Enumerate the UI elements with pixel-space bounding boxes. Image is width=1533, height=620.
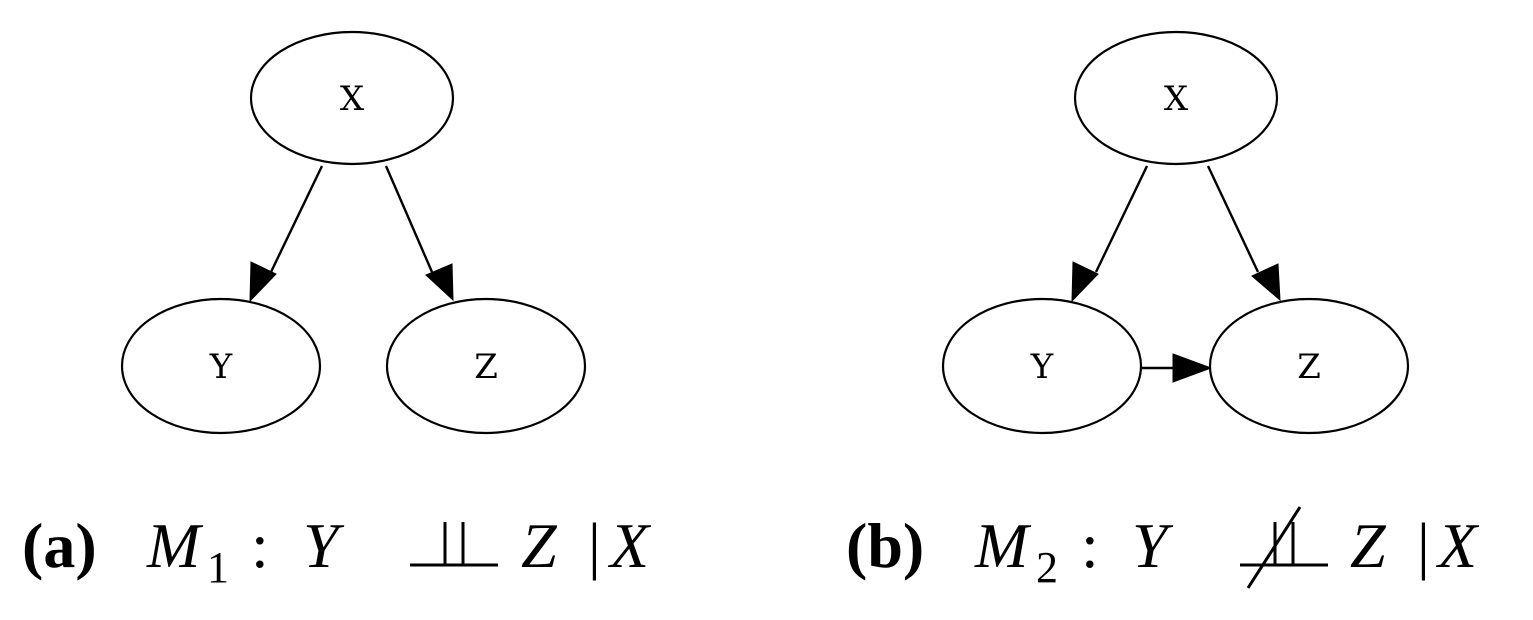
caption-a-tag: (a) xyxy=(22,510,97,581)
caption-a-model-sub: 1 xyxy=(207,543,229,592)
node-a-z-label: Z xyxy=(474,347,498,387)
node-a-y-label: Y xyxy=(209,347,233,387)
arrowhead-a-x-to-y xyxy=(249,261,277,303)
caption-b-model-sub: 2 xyxy=(1036,543,1058,592)
edge-a-x-to-y xyxy=(269,165,324,273)
caption-a-given: X xyxy=(607,510,652,581)
caption-b-var1: Y xyxy=(1132,510,1174,581)
independence-symbol xyxy=(410,522,498,567)
edge-a-x-to-z xyxy=(384,165,434,273)
caption-a-var2: Z xyxy=(521,510,558,581)
node-a-z: Z xyxy=(385,297,587,435)
caption-b-given: X xyxy=(1435,510,1480,581)
edge-b-x-to-z xyxy=(1206,165,1260,273)
node-a-x-label: X xyxy=(340,79,365,119)
caption-b-bar: | xyxy=(1417,510,1430,581)
panel-b: X Y Z (b) M 2 : Y Z | X xyxy=(846,30,1480,592)
caption-a: (a) M 1 : Y Z | X xyxy=(22,510,652,592)
caption-a-bar: | xyxy=(588,510,601,581)
arrowhead-a-x-to-z xyxy=(425,263,454,302)
not-independence-symbol xyxy=(1240,506,1328,589)
node-b-z-label: Z xyxy=(1297,347,1321,387)
node-b-x: X xyxy=(1073,30,1279,166)
caption-b-tag: (b) xyxy=(846,510,924,581)
arrowhead-b-x-to-y xyxy=(1071,261,1099,303)
caption-b-model: M xyxy=(974,510,1032,581)
edge-b-x-to-y xyxy=(1094,165,1149,273)
caption-b-var2: Z xyxy=(1350,510,1387,581)
caption-b: (b) M 2 : Y Z | X xyxy=(846,506,1480,592)
node-a-x: X xyxy=(249,30,455,166)
node-b-z: Z xyxy=(1208,297,1410,435)
node-b-y: Y xyxy=(941,297,1143,435)
arrowhead-b-y-to-z xyxy=(1172,353,1213,383)
node-b-y-label: Y xyxy=(1030,347,1054,387)
panel-a: X Y Z (a) M 1 : Y Z | X xyxy=(22,30,652,592)
caption-a-var1: Y xyxy=(303,510,345,581)
caption-a-model: M xyxy=(146,510,204,581)
node-a-y: Y xyxy=(120,297,322,435)
caption-b-colon: : xyxy=(1081,510,1099,581)
node-b-x-label: X xyxy=(1164,79,1189,119)
caption-a-colon: : xyxy=(251,510,269,581)
arrowhead-b-x-to-z xyxy=(1251,263,1281,302)
